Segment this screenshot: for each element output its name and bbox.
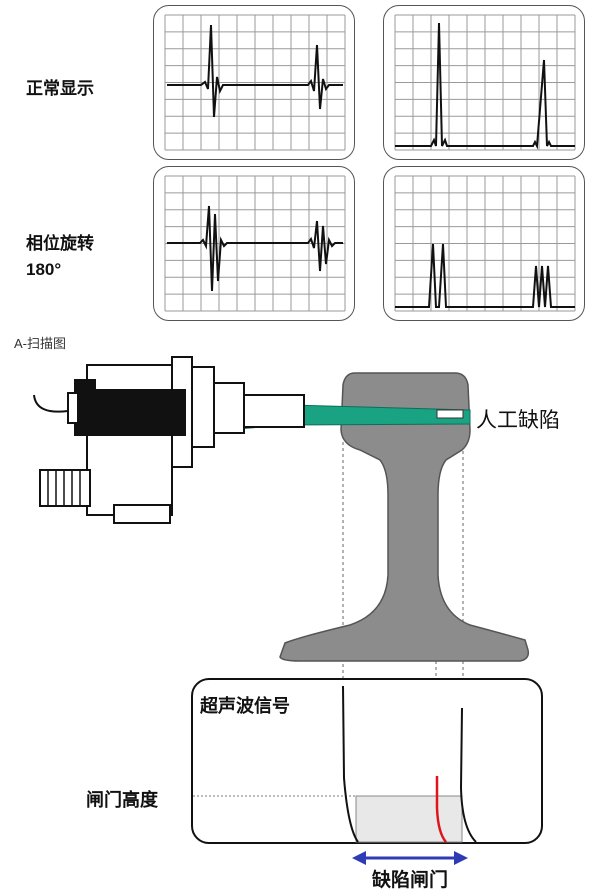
rf-waveform-normal [167, 24, 343, 118]
grid-normal-rectified [394, 14, 576, 151]
backwall-echo [459, 707, 477, 843]
screen-normal-rf [153, 5, 355, 160]
probe-cable [33, 394, 69, 413]
screen-phase-rf [153, 166, 355, 321]
label-normal-display: 正常显示 [26, 79, 94, 98]
transducer [39, 356, 305, 524]
label-phase-line2: 180° [26, 260, 62, 279]
label-defect-gate: 缺陷闸门 [372, 870, 449, 891]
rectified-waveform-phase-rotated [395, 243, 575, 308]
defect-gate-box [355, 795, 463, 843]
label-phase-rotation: 相位旋转 180° [26, 231, 94, 283]
screen-phase-rectified [383, 166, 585, 321]
rail-inspection-diagram [33, 356, 530, 680]
label-gate-height: 闸门高度 [86, 790, 158, 810]
grid-phase-rectified [394, 175, 576, 312]
defect-echo [435, 776, 447, 843]
label-artificial-defect: 人工缺陷 [476, 409, 560, 432]
rf-waveform-phase-rotated [167, 205, 343, 292]
interface-echo [342, 685, 359, 843]
a-scan-caption: A-扫描图 [14, 336, 67, 351]
gate-width-arrow [352, 851, 468, 865]
artificial-defect-slot [436, 409, 464, 419]
gated-signal-plot [193, 685, 477, 865]
screen-normal-rectified [383, 5, 585, 160]
label-phase-line1: 相位旋转 [26, 234, 94, 253]
label-ultrasonic-signal: 超声波信号 [200, 696, 290, 716]
rectified-waveform-normal [395, 22, 575, 150]
rail-profile [279, 372, 530, 662]
grid-normal-rf [164, 14, 346, 151]
grid-phase-rf [164, 175, 346, 312]
